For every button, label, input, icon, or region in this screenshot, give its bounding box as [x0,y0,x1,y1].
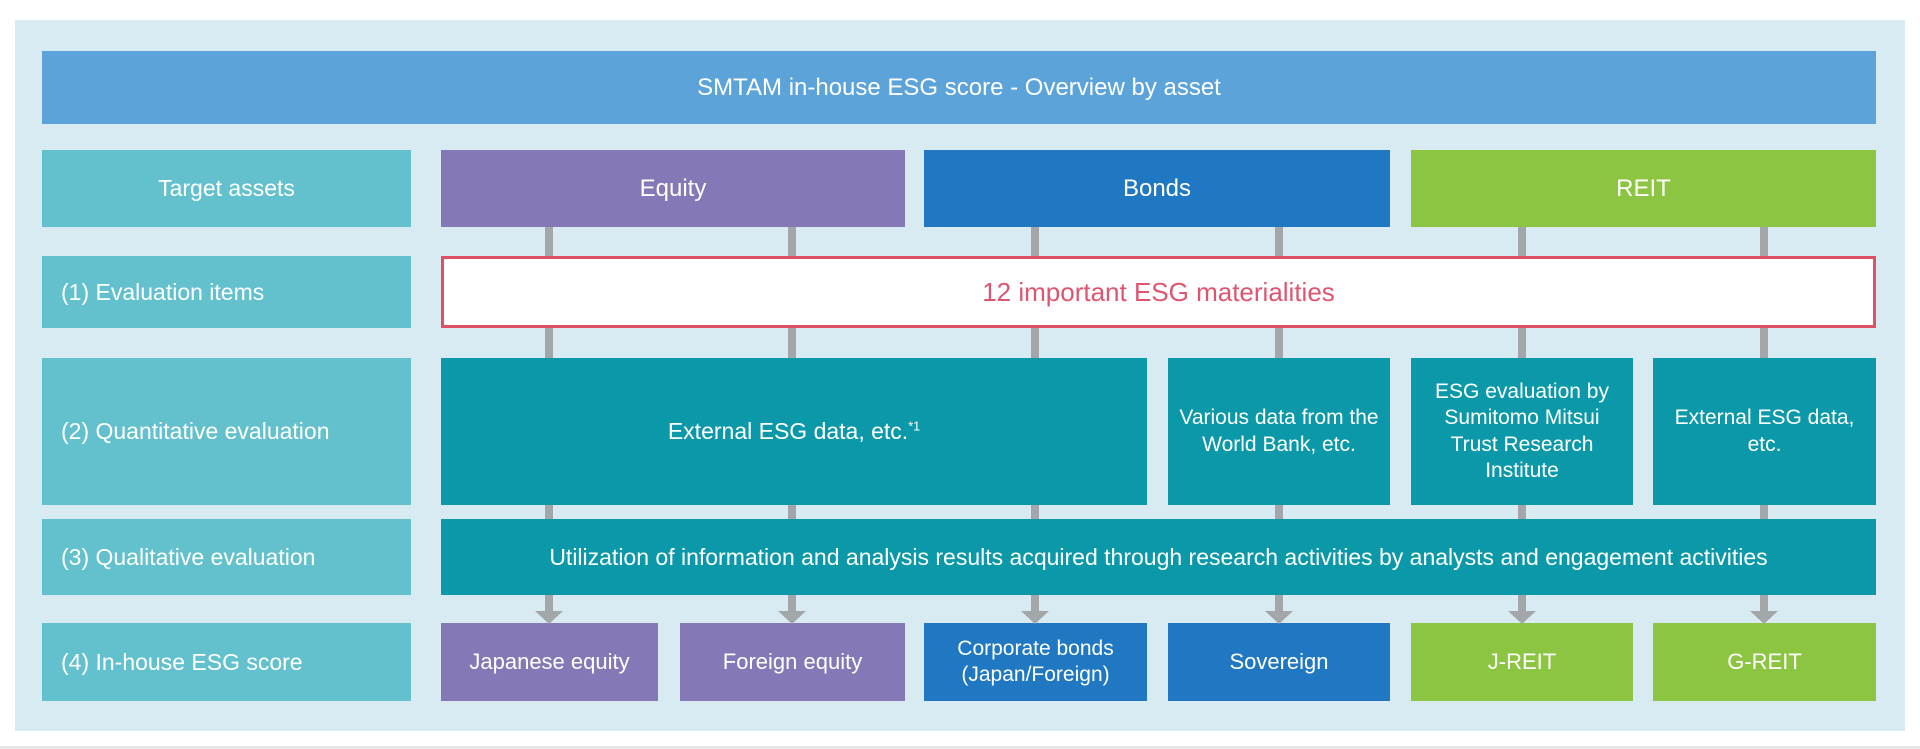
quantitative-box-world-bank-data: Various data from the World Bank, etc. [1168,358,1390,505]
connector-line [1275,595,1283,612]
footnote-marker: *1 [908,419,921,434]
connector-line [1275,328,1283,358]
connector-line [1760,595,1768,612]
qualitative-box: Utilization of information and analysis … [441,519,1876,595]
arrow-down-icon [535,611,563,624]
quantitative-box-smtri-evaluation: ESG evaluation by Sumitomo Mitsui Trust … [1411,358,1633,505]
quantitative-box-text: External ESG data, etc.*1 [667,418,921,445]
connector-line [1031,595,1039,612]
arrow-down-icon [1508,611,1536,624]
asset-box-equity: Equity [441,150,905,227]
arrow-down-icon [1750,611,1778,624]
score-box-corporate-bonds: Corporate bonds (Japan/Foreign) [924,623,1147,701]
quantitative-box-external-esg-data-reit: External ESG data, etc. [1653,358,1876,505]
connector-line [1031,227,1039,256]
connector-line [1275,505,1283,519]
connector-line [545,227,553,256]
arrow-down-icon [1265,611,1293,624]
connector-line [545,505,553,519]
score-box-g-reit: G-REIT [1653,623,1876,701]
arrow-down-icon [778,611,806,624]
connector-line [1518,227,1526,256]
connector-line [1760,227,1768,256]
connector-line [1518,328,1526,358]
asset-box-reit: REIT [1411,150,1876,227]
label-quantitative-evaluation: (2) Quantitative evaluation [42,358,411,505]
label-qualitative-evaluation: (3) Qualitative evaluation [42,519,411,595]
connector-line [1518,505,1526,519]
connector-line [1518,595,1526,612]
diagram-title: SMTAM in-house ESG score - Overview by a… [42,51,1876,124]
label-evaluation-items: (1) Evaluation items [42,256,411,328]
score-box-sovereign: Sovereign [1168,623,1390,701]
score-box-foreign-equity: Foreign equity [680,623,905,701]
materialities-box: 12 important ESG materialities [441,256,1876,328]
arrow-down-icon [1021,611,1049,624]
score-box-japanese-equity: Japanese equity [441,623,658,701]
connector-line [788,328,796,358]
label-target-assets: Target assets [42,150,411,227]
connector-line [545,328,553,358]
connector-line [1760,505,1768,519]
page-edge-divider [0,746,1920,749]
score-box-j-reit: J-REIT [1411,623,1633,701]
connector-line [1031,328,1039,358]
connector-line [1031,505,1039,519]
connector-line [1275,227,1283,256]
asset-box-bonds: Bonds [924,150,1390,227]
connector-line [788,505,796,519]
quantitative-box-external-esg-data: External ESG data, etc.*1 [441,358,1147,505]
connector-line [788,227,796,256]
connector-line [545,595,553,612]
connector-line [1760,328,1768,358]
label-in-house-esg-score: (4) In-house ESG score [42,623,411,701]
connector-line [788,595,796,612]
